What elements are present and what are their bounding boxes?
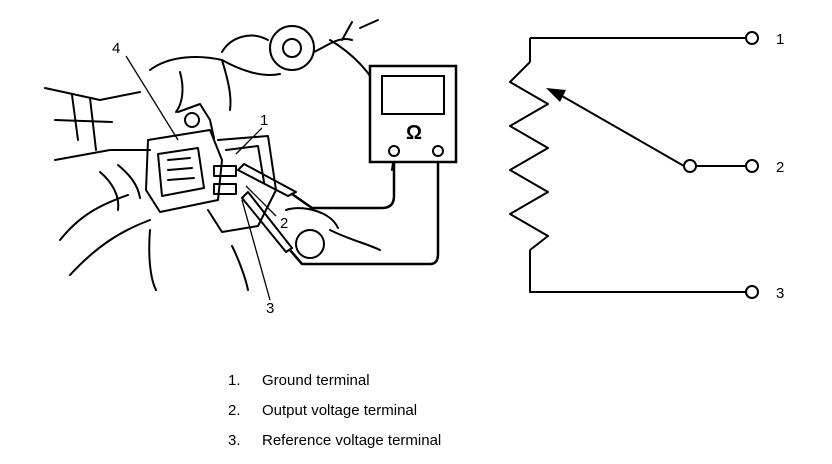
callout-4: 4: [112, 40, 120, 57]
callout-1: 1: [260, 112, 268, 129]
ohmmeter-jack-left: [388, 145, 400, 157]
legend: 1. Ground terminal 2. Output voltage termi…: [228, 366, 441, 456]
ohm-symbol: Ω: [406, 122, 422, 144]
terminal-1-node: [745, 31, 759, 45]
legend-number: 2.: [228, 402, 241, 419]
legend-number: 1.: [228, 372, 241, 389]
terminal-2-node: [745, 159, 759, 173]
potentiometer-schematic: [509, 37, 746, 293]
ohmmeter-display: [381, 75, 445, 115]
legend-text: Reference voltage terminal: [262, 432, 442, 449]
legend-item: 1. Ground terminal: [228, 366, 441, 396]
terminal-3-node: [745, 285, 759, 299]
legend-item: 3. Reference voltage terminal: [228, 426, 441, 456]
legend-number: 3.: [228, 432, 241, 449]
meter-leads: [288, 150, 440, 266]
callouts: [125, 55, 277, 301]
legend-item: 2. Output voltage terminal: [228, 396, 441, 426]
callout-3: 3: [266, 300, 274, 317]
resistor-zigzag: [509, 61, 549, 251]
wire-bottom: [529, 250, 746, 293]
wiper-node: [683, 159, 697, 173]
terminal-3-label: 3: [776, 285, 784, 302]
wiper-arrowhead: [546, 88, 566, 102]
ohmmeter: Ω: [368, 64, 458, 164]
wiper-arrow: [561, 95, 685, 167]
legend-text: Ground terminal: [262, 372, 370, 389]
terminal-1-label: 1: [776, 31, 784, 48]
throttle-body-illustration: [44, 19, 395, 291]
terminal-2-label: 2: [776, 159, 784, 176]
legend-text: Output voltage terminal: [262, 402, 418, 419]
ohmmeter-jack-right: [432, 145, 444, 157]
callout-2: 2: [280, 215, 288, 232]
